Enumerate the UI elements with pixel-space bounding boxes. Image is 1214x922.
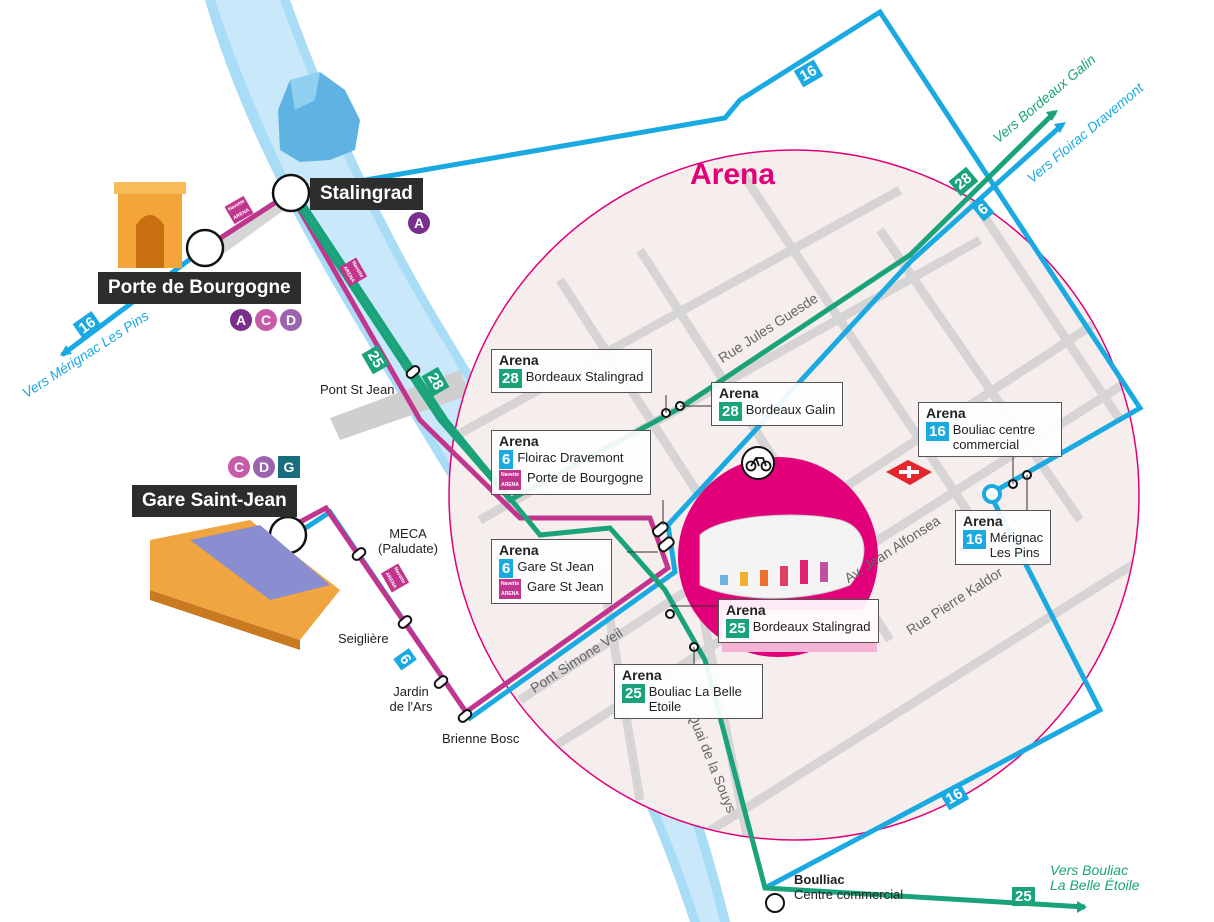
stop-title: Arena — [499, 433, 539, 449]
direction-bouliac-2: La Belle Étoile — [1050, 877, 1140, 893]
station-porte-bourgogne[interactable] — [185, 228, 225, 268]
arena-facade-bars — [720, 560, 828, 586]
stop-seigliere: Seiglière — [338, 631, 389, 646]
tram-d-badge: D — [253, 456, 275, 478]
gare-saint-jean-building-icon — [150, 520, 340, 650]
line-25-badge: 25 — [622, 684, 645, 703]
porte-bourgogne-arch-icon — [114, 182, 186, 268]
stop-title: Arena — [926, 405, 966, 421]
arrow-25-bouliac — [1077, 901, 1087, 913]
street-grid — [450, 167, 1138, 839]
stop-destination: Bordeaux Stalingrad — [525, 369, 644, 384]
page-title: Arena — [690, 158, 776, 191]
stop-title: Arena — [622, 667, 662, 683]
station-sublabel-boulliac: Centre commercial — [794, 887, 904, 902]
line-16-badge: 16 — [926, 422, 949, 441]
station-label-porte-bourgogne: Porte de Bourgogne — [98, 272, 301, 304]
stop-title: Arena — [499, 352, 539, 368]
line-25-badge: 25 — [726, 619, 749, 638]
stop-meca: MECA (Paludate) — [378, 526, 438, 556]
tram-a-badge: A — [230, 309, 252, 331]
stop-pont-st-jean: Pont St Jean — [320, 382, 395, 397]
lion-statue-icon — [278, 72, 360, 162]
line-28-badge: 28 — [719, 402, 742, 421]
line-25-route — [293, 191, 1086, 910]
tram-d-badge: D — [280, 309, 302, 331]
navette-route — [203, 189, 671, 716]
station-label-gare-saint-jean: Gare Saint-Jean — [132, 485, 297, 517]
stop-title: Arena — [726, 602, 766, 618]
stop-title: Arena — [963, 513, 1003, 529]
stop-destination: Gare St Jean — [517, 559, 594, 574]
bike-icon — [745, 457, 772, 472]
tram-badges-stalingrad: A — [408, 212, 433, 234]
stop-destination: Bordeaux Stalingrad — [752, 619, 871, 634]
stop-title: Arena — [499, 542, 539, 558]
line-25-badge: 25 — [1012, 887, 1035, 906]
stop-destination: Floirac Dravemont — [517, 450, 624, 465]
station-label-stalingrad: Stalingrad — [310, 178, 423, 210]
arrow-28-galin — [1046, 110, 1058, 121]
tram-c-badge: C — [228, 456, 250, 478]
line-6-badge: 6 — [499, 450, 514, 469]
stop-title: Arena — [719, 385, 759, 401]
navette-badge: Navette ARENA — [499, 470, 521, 490]
stop-arena-16-hub[interactable] — [982, 484, 1002, 504]
stop-destination: Mérignac Les Pins — [989, 530, 1044, 560]
tram-c-badge: C — [255, 309, 277, 331]
stop-destination: Bordeaux Galin — [745, 402, 836, 417]
pont-bourgogne-bridge — [200, 190, 298, 265]
stop-destination: Gare St Jean — [527, 579, 604, 594]
stop-destination: Porte de Bourgogne — [527, 470, 644, 485]
stop-jardin-ars: Jardin de l'Ars — [389, 684, 433, 714]
tram-a-badge: A — [408, 212, 430, 234]
line-6-badge: 6 — [499, 559, 514, 578]
arrow-16-merignac — [60, 345, 72, 356]
station-label-boulliac: Boulliac — [794, 872, 845, 887]
station-boulliac[interactable] — [765, 893, 785, 913]
navette-badge: Navette ARENA — [499, 579, 521, 599]
tram-g-badge: G — [278, 456, 300, 478]
direction-bouliac: Vers Bouliac — [1050, 862, 1129, 878]
stop-destination: Bouliac centre commercial — [952, 422, 1036, 452]
stop-leader-lines — [627, 395, 1028, 668]
stop-destination: Bouliac La Belle Etoile — [648, 684, 742, 714]
station-stalingrad[interactable] — [271, 173, 311, 213]
stop-brienne-bosc: Brienne Bosc — [442, 731, 520, 746]
arrow-6-floirac — [1054, 122, 1066, 133]
line-16-badge: 16 — [963, 530, 986, 549]
first-aid-icon — [886, 460, 932, 485]
line-28-badge: 28 — [499, 369, 522, 388]
